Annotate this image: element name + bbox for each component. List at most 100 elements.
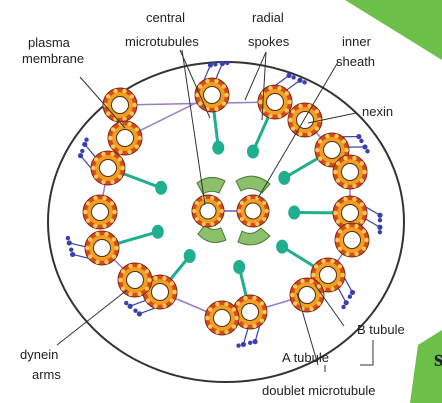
tubulin-subunit [336,161,340,165]
tubulin-subunit [252,296,256,300]
tubulin-subunit [325,134,329,138]
tubulin-subunit [195,217,199,221]
tubulin-subunit [95,260,99,264]
inner-sheath-label-line1: inner [342,34,372,49]
tubulin-subunit [344,148,348,152]
tubulin-subunit [262,310,266,314]
dynein-head [356,134,361,139]
tubulin-subunit [94,157,98,161]
dynein-head [225,61,229,65]
tubulin-subunit [170,298,174,302]
tubulin-subunit [110,201,114,205]
tubule-lumen [117,130,134,147]
tubulin-subunit [217,217,221,221]
tubulin-subunit [224,302,228,306]
tubulin-subunit [277,86,281,90]
tubulin-subunit [354,224,358,228]
tubulin-subunit [91,166,95,170]
dynein-head [137,311,142,316]
tubulin-subunit [335,238,339,242]
doublet-microtubule-label: doublet microtubule [262,383,375,398]
tubulin-subunit [86,201,90,205]
tubulin-subunit [220,209,224,213]
tubulin-subunit [135,127,139,131]
tubulin-subunit [311,273,315,277]
tubulin-subunit [102,196,106,200]
dynein-head [377,225,382,230]
tubulin-subunit [153,304,157,308]
tubulin-subunit [261,108,265,112]
tubulin-subunit [145,286,149,290]
tubulin-subunit [334,134,338,138]
tubule-lumen [100,160,117,177]
tubulin-subunit [86,218,90,222]
tubulin-subunit [300,279,304,283]
tubule-lumen [320,267,337,284]
dynein-head [236,343,240,347]
tubulin-subunit [198,101,202,105]
tubulin-subunit [118,174,122,178]
b-tubule [83,195,117,229]
radial-spokes-label-line1: radial [252,10,284,25]
dynein-head [84,138,88,142]
tubulin-subunit [112,210,116,214]
tubulin-subunit [106,94,110,98]
tubulin-subunit [147,278,151,282]
tubulin-subunit [208,324,212,328]
dynein-head [124,301,128,305]
tubulin-subunit [162,304,166,308]
tubulin-subunit [258,100,262,104]
tubulin-subunit [352,156,356,160]
tubulin-subunit [362,246,366,250]
b-tubule [103,88,137,122]
tubulin-subunit [122,117,126,121]
tubulin-subunit [93,196,97,200]
tubulin-subunit [260,301,264,305]
tubule-lumen [112,97,129,114]
tubule-lumen [344,232,361,249]
dynein-head [248,341,252,345]
tubulin-subunit [222,84,226,88]
tubulin-subunit [137,136,141,140]
tubulin-subunit [336,219,340,223]
tubulin-subunit [360,161,364,165]
tubulin-subunit [343,156,347,160]
tubulin-subunit [202,222,206,226]
dynein-head [128,304,133,309]
tubulin-subunit [192,209,196,213]
tubulin-subunit [338,264,342,268]
dynein-head [302,80,306,84]
dynein-head [350,290,355,295]
tubulin-subunit [128,264,132,268]
dynein-head [362,144,367,149]
tubulin-subunit [102,224,106,228]
tubulin-subunit [285,108,289,112]
tubulin-subunit [340,273,344,277]
spoke-head [276,240,288,254]
tubulin-subunit [210,196,214,200]
tubulin-subunit [101,180,105,184]
tubulin-subunit [217,201,221,205]
dynein-head [67,240,72,245]
b-tubule [205,301,239,335]
tubulin-subunit [120,166,124,170]
b-tubule [333,155,367,189]
tubulin-subunit [162,276,166,280]
tubulin-subunit [127,122,131,126]
tubulin-subunit [236,301,240,305]
tubulin-subunit [112,254,116,258]
tubulin-subunit [268,114,272,118]
tubule-lumen [342,164,359,181]
tubulin-subunit [255,222,259,226]
a-tubule [91,151,125,185]
tubulin-subunit [293,284,297,288]
tubulin-subunit [309,279,313,283]
b-tubule [290,278,324,312]
tubulin-subunit [94,174,98,178]
central-microtubule [192,195,224,227]
tubulin-subunit [127,150,131,154]
dynein-head [365,149,369,153]
tubulin-subunit [85,246,89,250]
tubule-lumen [242,304,259,321]
tubulin-subunit [338,281,342,285]
